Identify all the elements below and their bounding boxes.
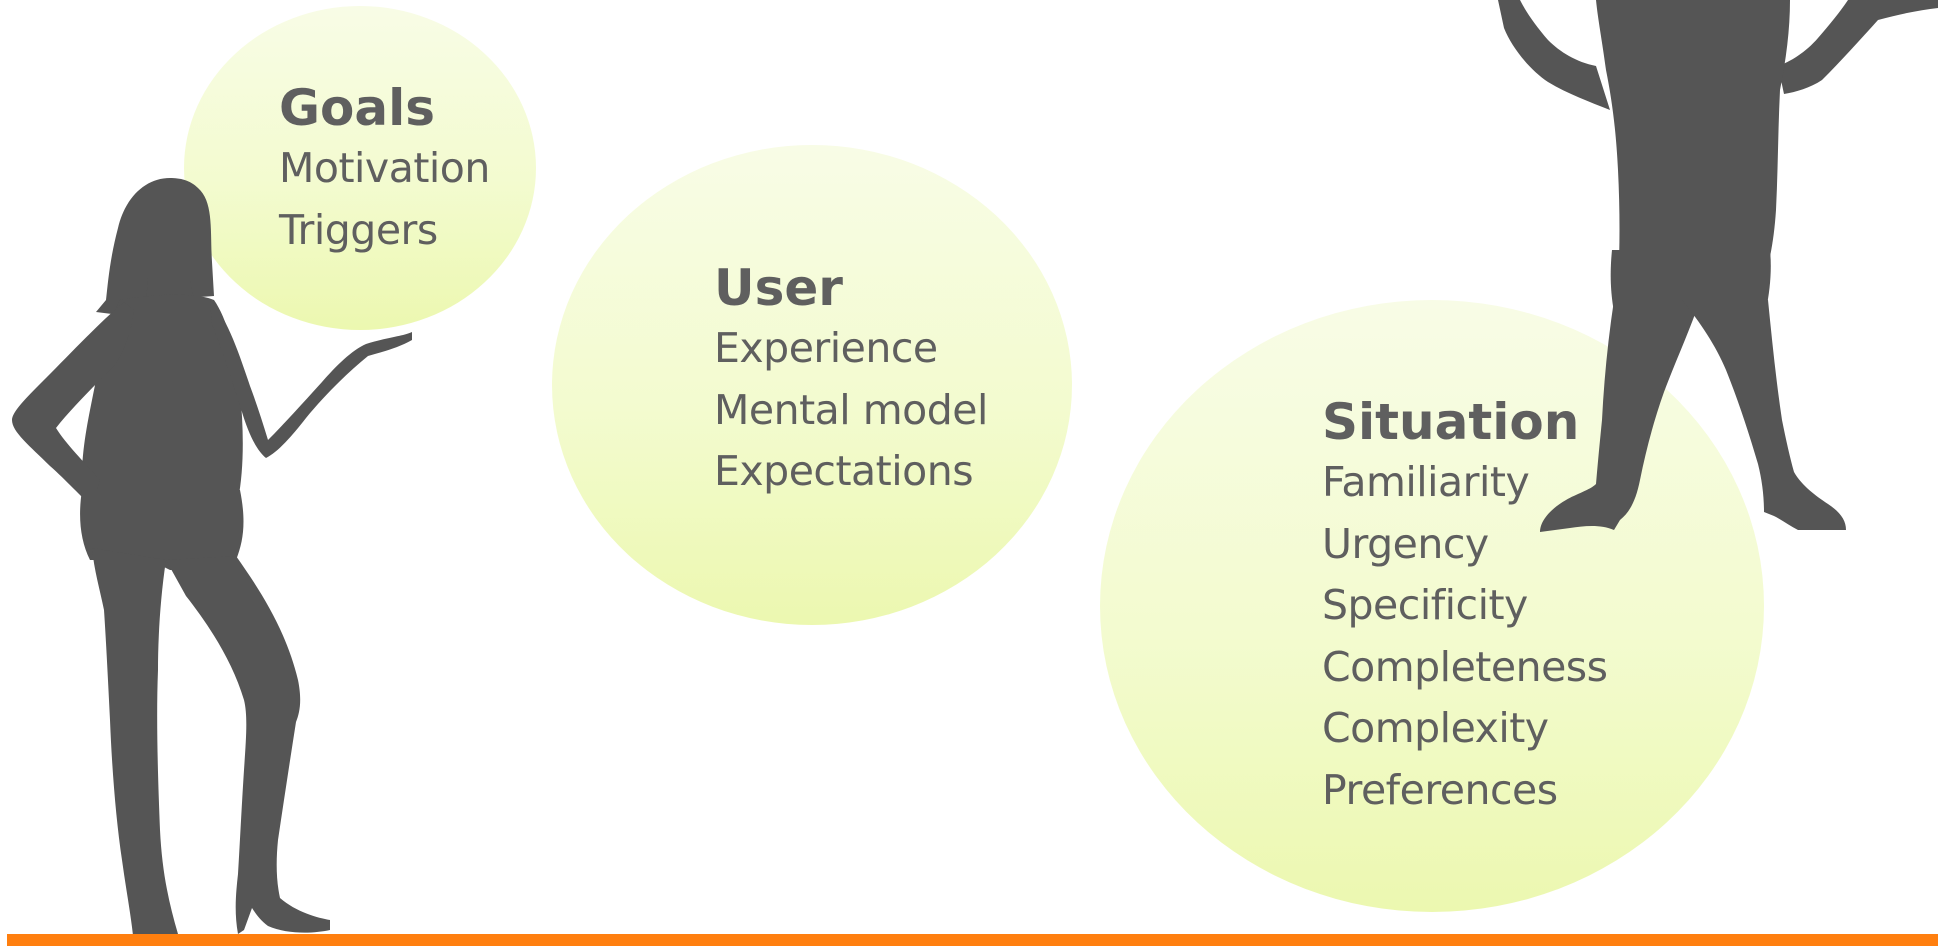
user-item: Experience [714, 324, 938, 372]
user-bubble [552, 145, 1072, 625]
situation-item: Completeness [1322, 642, 1608, 691]
situation-item: Urgency [1322, 519, 1489, 568]
situation-heading: Situation [1322, 393, 1580, 451]
situation-item: Familiarity [1322, 458, 1530, 506]
user-item: Expectations [714, 447, 974, 495]
situation-item: Complexity [1322, 704, 1549, 752]
user-heading: User [714, 259, 843, 317]
situation-list: Familiarity Urgency Specificity Complete… [1322, 452, 1608, 821]
goals-list: Motivation Triggers [279, 138, 490, 261]
situation-text-block: Situation Familiarity Urgency Specificit… [1322, 392, 1608, 821]
user-list: Experience Mental model Expectations [714, 318, 988, 503]
goals-item: Triggers [279, 205, 438, 254]
goals-heading: Goals [279, 79, 436, 137]
goals-text-block: Goals Motivation Triggers [279, 78, 490, 261]
user-text-block: User Experience Mental model Expectation… [714, 258, 988, 503]
situation-item: Specificity [1322, 581, 1528, 629]
goals-bubble [184, 6, 536, 330]
user-item: Mental model [714, 385, 988, 434]
footer-accent-bar [7, 934, 1938, 946]
goals-item: Motivation [279, 144, 490, 192]
situation-item: Preferences [1322, 765, 1558, 814]
